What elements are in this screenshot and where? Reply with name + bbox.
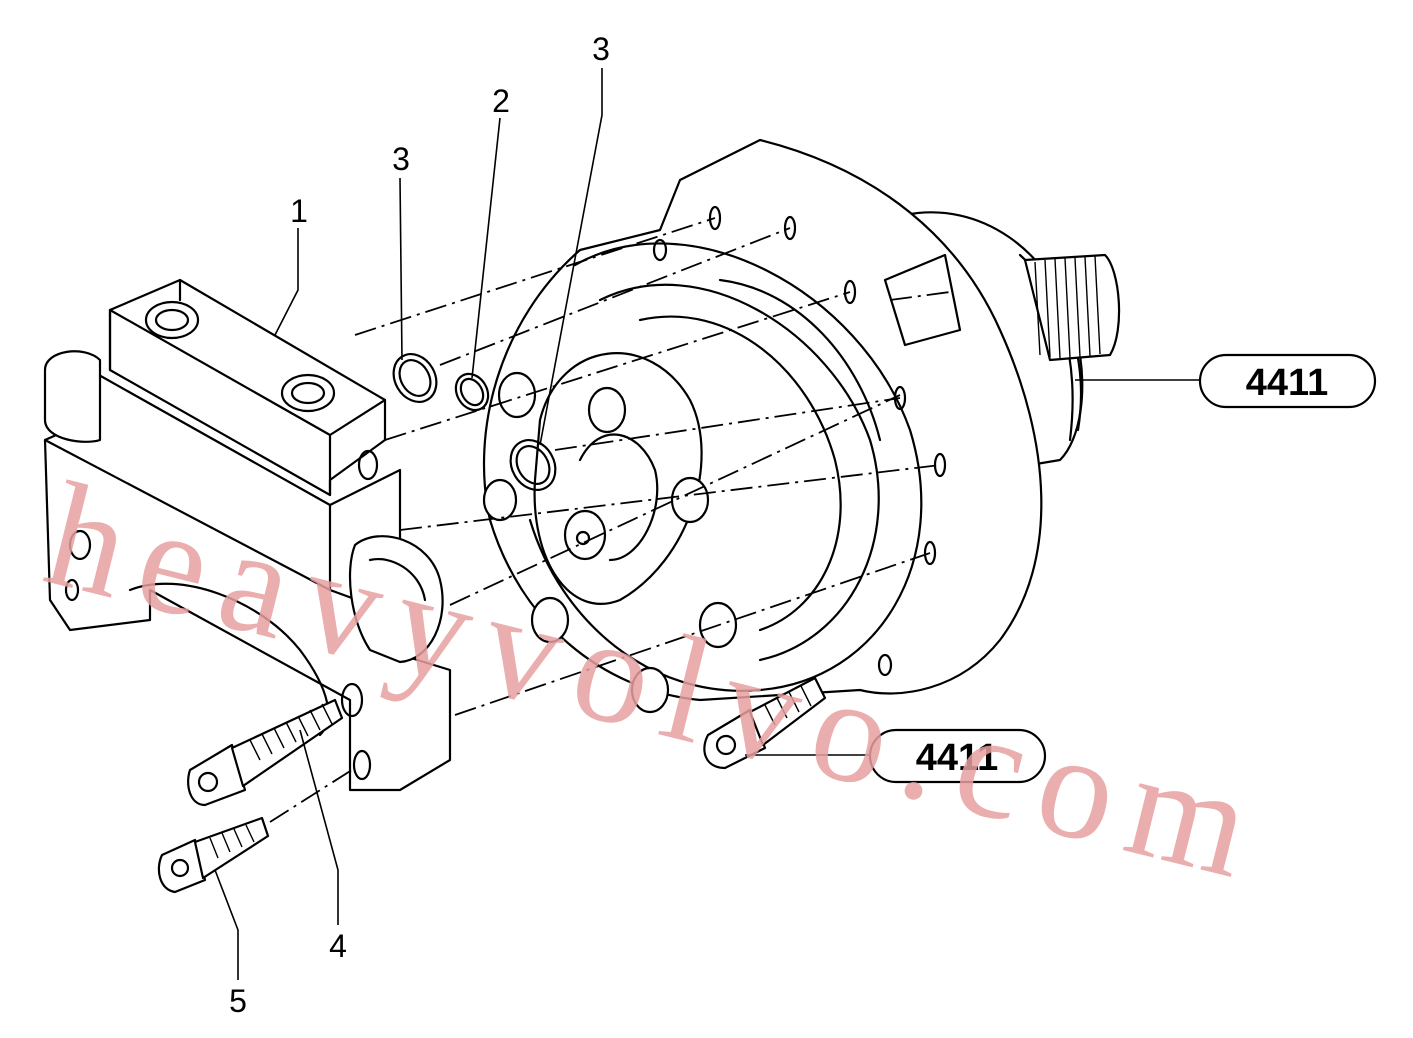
- callout-3-right: 3: [592, 31, 610, 67]
- valve-block: [43, 278, 452, 792]
- o-ring-3-lower: [509, 439, 557, 491]
- screw-5: [157, 816, 270, 894]
- splined-shaft: [1023, 253, 1121, 362]
- housing-holes: [652, 205, 947, 677]
- o-ring-2: [454, 372, 490, 412]
- reference-badge-bottom[interactable]: 4411: [868, 728, 1047, 784]
- callout-1: 1: [290, 193, 308, 229]
- o-ring-3-upper: [392, 353, 438, 403]
- callout-3-left: 3: [392, 141, 410, 177]
- screw-4: [187, 698, 344, 807]
- o-rings: [392, 353, 557, 491]
- gear-motor-assembly: [482, 138, 1121, 714]
- reference-badge-top[interactable]: 4411: [1198, 353, 1377, 409]
- reference-number-top: 4411: [1246, 362, 1328, 404]
- callout-2: 2: [492, 83, 510, 119]
- callout-numbers: 1 3 2 3 4 5: [229, 31, 610, 1019]
- leader-lines: [214, 68, 1200, 980]
- screw-4411: [703, 676, 827, 770]
- reference-number-bottom: 4411: [916, 737, 998, 779]
- callout-4: 4: [329, 928, 347, 964]
- alignment-lines: [269, 217, 941, 823]
- flange-bolts: [482, 371, 738, 714]
- callout-5: 5: [229, 983, 247, 1019]
